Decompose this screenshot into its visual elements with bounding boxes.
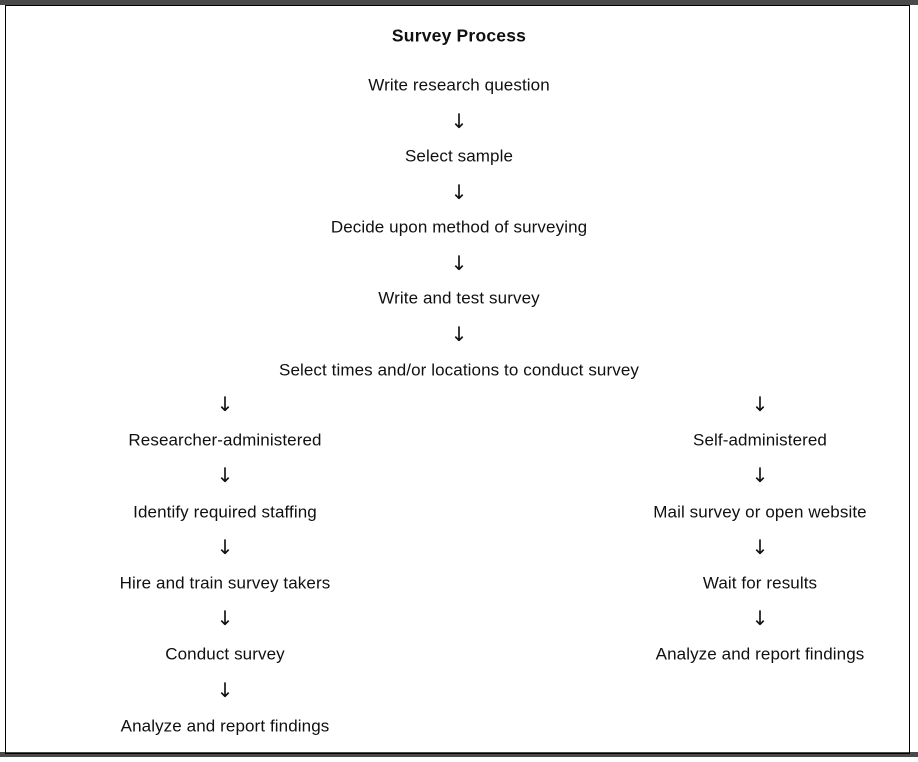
down-arrow-icon: ↓	[450, 180, 468, 204]
bottom-edge-band	[0, 752, 918, 757]
flow-node-select-times-locations: Select times and/or locations to conduct…	[279, 360, 639, 380]
down-arrow-icon: ↓	[450, 251, 468, 275]
down-arrow-icon: ↓	[450, 109, 468, 133]
flow-node-mail-survey-or-open-website: Mail survey or open website	[653, 502, 867, 522]
down-arrow-icon: ↓	[216, 463, 234, 487]
down-arrow-icon-left-branch: ↓	[216, 392, 234, 416]
flow-node-analyze-report-findings-right: Analyze and report findings	[655, 644, 865, 664]
flow-node-identify-required-staffing: Identify required staffing	[133, 502, 317, 522]
flow-node-write-research-question: Write research question	[368, 75, 550, 95]
figure-frame-border	[5, 5, 910, 754]
figure-title: Survey Process	[391, 25, 527, 46]
top-edge-band	[0, 0, 918, 5]
down-arrow-icon: ↓	[216, 678, 234, 702]
down-arrow-icon-right-branch: ↓	[751, 392, 769, 416]
flow-node-select-sample: Select sample	[404, 146, 514, 166]
flow-node-researcher-administered: Researcher-administered	[128, 430, 322, 450]
down-arrow-icon: ↓	[751, 535, 769, 559]
down-arrow-icon: ↓	[751, 606, 769, 630]
flow-node-self-administered: Self-administered	[693, 430, 827, 450]
down-arrow-icon: ↓	[216, 606, 234, 630]
flow-node-write-and-test-survey: Write and test survey	[378, 288, 540, 308]
flow-node-hire-and-train-survey-takers: Hire and train survey takers	[119, 573, 331, 593]
down-arrow-icon: ↓	[450, 322, 468, 346]
flow-node-conduct-survey: Conduct survey	[165, 644, 285, 664]
flow-node-wait-for-results: Wait for results	[702, 573, 818, 593]
down-arrow-icon: ↓	[751, 463, 769, 487]
flow-node-analyze-report-findings-left: Analyze and report findings	[120, 716, 330, 736]
down-arrow-icon: ↓	[216, 535, 234, 559]
flow-node-decide-upon-method: Decide upon method of surveying	[330, 217, 588, 237]
